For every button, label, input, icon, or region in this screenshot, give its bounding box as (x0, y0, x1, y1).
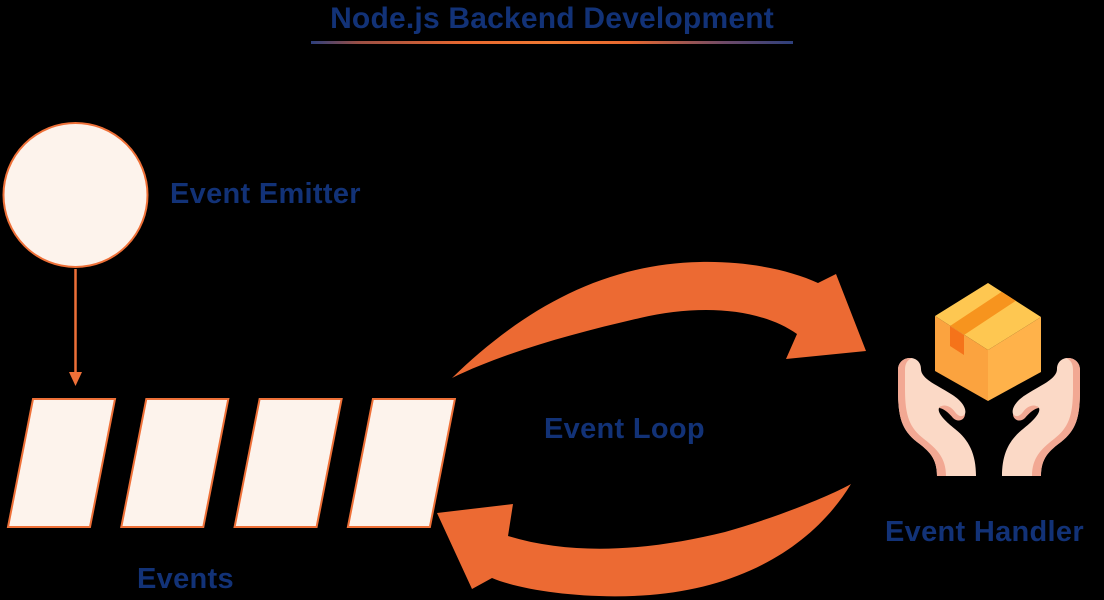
event-handler-label: Event Handler (885, 516, 1084, 548)
right-hand-icon (1002, 358, 1080, 476)
package-box-icon (935, 283, 1041, 401)
event-loop-arrow-top-icon (452, 261, 866, 378)
event-queue (6, 398, 457, 528)
events-label: Events (137, 563, 234, 595)
emit-arrow (69, 269, 82, 386)
event-parallelogram (120, 398, 230, 528)
event-parallelogram (6, 398, 117, 528)
event-loop-arrow-bottom-icon (437, 484, 851, 597)
event-parallelogram (233, 398, 343, 528)
event-parallelogram (346, 398, 457, 528)
event-emitter-label: Event Emitter (170, 178, 361, 210)
left-hand-icon (898, 358, 976, 476)
event-handler-icon (898, 283, 1080, 476)
page-title: Node.js Backend Development (330, 2, 774, 35)
event-emitter-circle (2, 122, 149, 268)
title-underline (311, 41, 793, 44)
emit-arrowhead-icon (69, 372, 82, 386)
event-loop-label: Event Loop (544, 413, 705, 445)
